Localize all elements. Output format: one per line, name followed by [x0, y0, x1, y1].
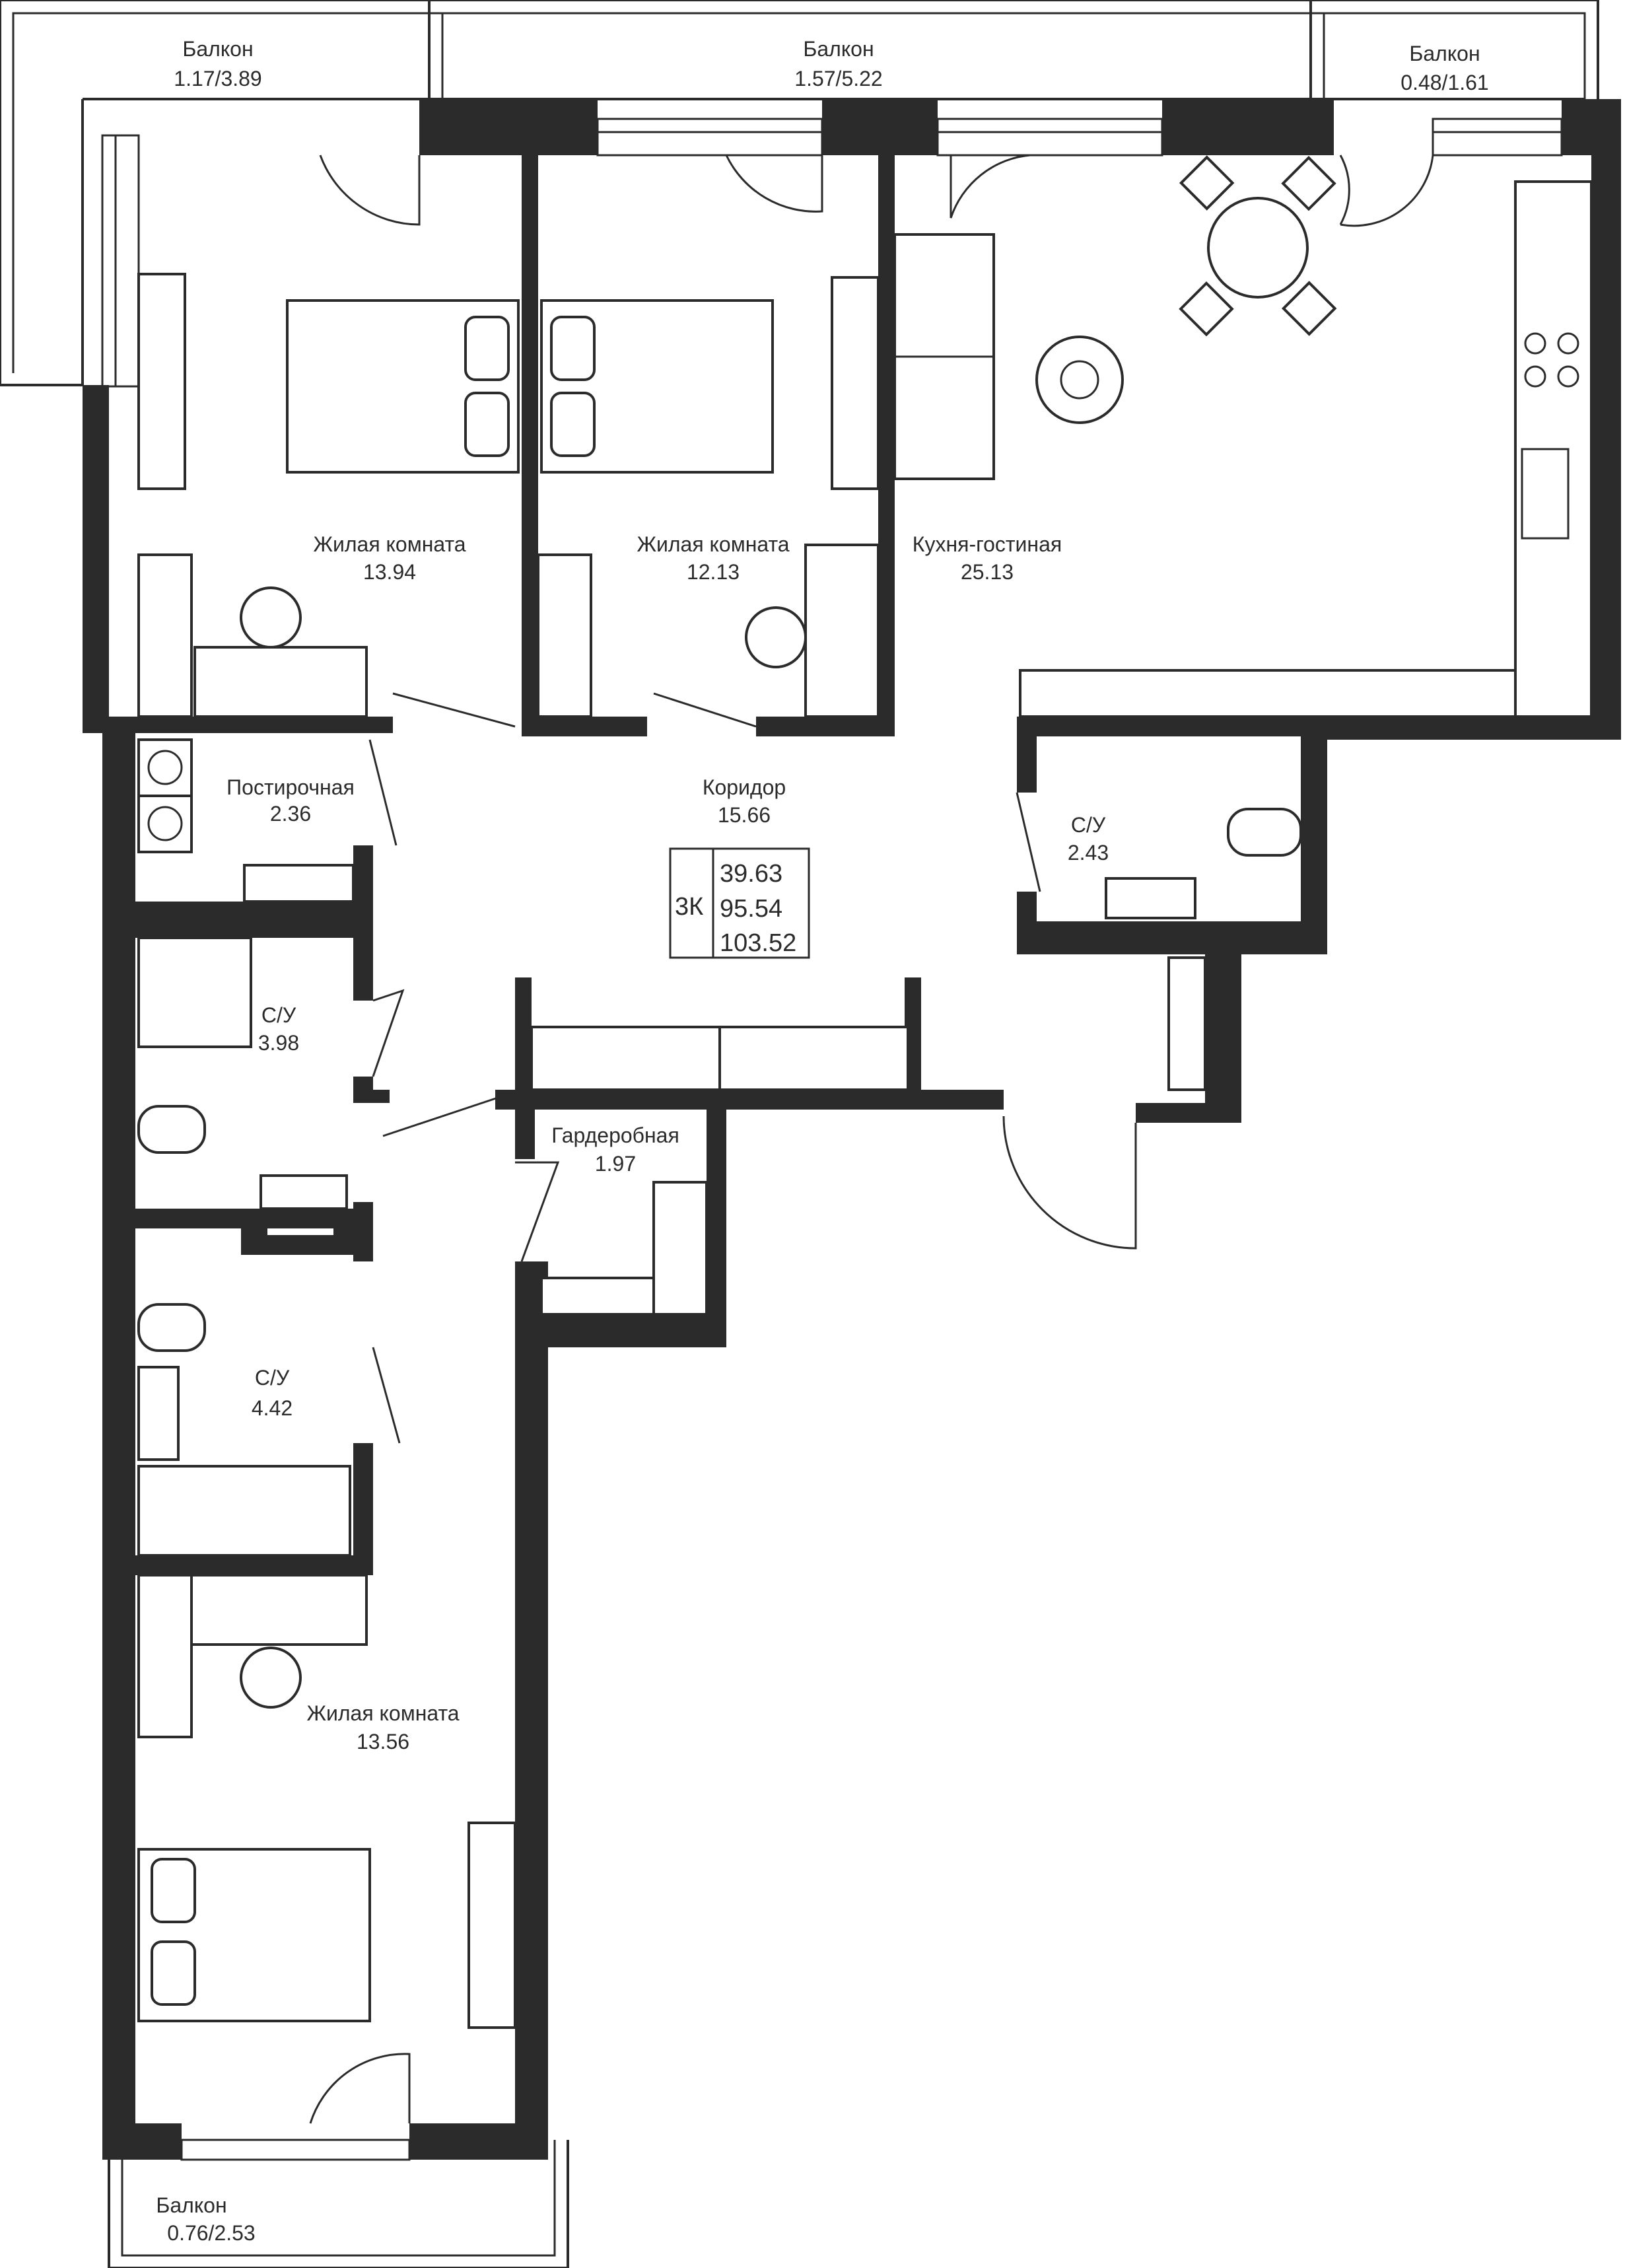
dining-table-icon [1207, 197, 1309, 299]
bedroom-1-area: 13.94 [363, 560, 416, 584]
bathtub-icon [137, 1465, 351, 1557]
area-summary: 3К 39.63 95.54 103.52 [669, 847, 810, 959]
tv-icon [831, 276, 880, 490]
corridor-name: Коридор [703, 775, 786, 799]
rug-icon [1035, 336, 1124, 424]
bedroom-2-name: Жилая комната [637, 532, 789, 556]
balcony-right-name: Балкон [1409, 42, 1480, 65]
bedroom-2-area: 12.13 [687, 560, 740, 584]
laundry-name: Постирочная [226, 775, 355, 799]
balcony-left-area: 1.17/3.89 [174, 67, 261, 90]
wardrobe-name: Гардеробная [551, 1123, 679, 1147]
doors [309, 154, 1434, 2124]
bath-right-name: С/У [1071, 813, 1106, 837]
bath-mid-name: С/У [261, 1003, 296, 1027]
desk-icon [190, 1574, 368, 1646]
walls [83, 99, 1621, 2160]
bath-right-area: 2.43 [1068, 841, 1109, 865]
balcony-left-name: Балкон [182, 37, 253, 61]
kitchen-living-name: Кухня-гостиная [913, 532, 1062, 556]
bedroom-3-name: Жилая комната [306, 1701, 459, 1725]
desk-icon [804, 544, 880, 718]
balcony-center-area: 1.57/5.22 [794, 67, 882, 90]
shower-icon [137, 937, 252, 1048]
wardrobe-icon [137, 553, 193, 718]
bath-low-name: С/У [255, 1366, 290, 1390]
bedroom-3-area: 13.56 [357, 1730, 409, 1754]
furniture [137, 155, 1593, 2029]
room-labels: Балкон 1.17/3.89 Балкон 1.57/5.22 Балкон… [156, 37, 1488, 2245]
tv-icon [467, 1822, 516, 2029]
sink-icon [259, 1174, 348, 1210]
kitchen-living-area: 25.13 [961, 560, 1014, 584]
apartment-type: 3К [675, 893, 703, 921]
living-area: 39.63 [720, 860, 782, 888]
wardrobe-icon [137, 1574, 193, 1738]
corridor-area: 15.66 [718, 803, 771, 827]
bath-mid-area: 3.98 [258, 1031, 299, 1055]
total-with-balconies: 103.52 [720, 929, 796, 957]
toilet-icon [137, 1105, 206, 1154]
washing-machine-icon [137, 738, 193, 797]
laundry-area: 2.36 [270, 802, 311, 826]
desk-icon [193, 646, 368, 718]
tv-icon [137, 273, 186, 490]
toilet-icon [1227, 808, 1302, 857]
balcony-bottom-name: Балкон [156, 2193, 226, 2217]
bedroom-1-name: Жилая комната [313, 532, 466, 556]
dryer-icon [137, 795, 193, 853]
bath-low-area: 4.42 [252, 1396, 293, 1420]
balcony-bottom-area: 0.76/2.53 [167, 2221, 255, 2245]
balcony-center-name: Балкон [803, 37, 874, 61]
wardrobe-icon [537, 553, 592, 718]
sink-icon [1105, 877, 1196, 919]
wardrobe-area: 1.97 [595, 1152, 636, 1176]
balcony-right-area: 0.48/1.61 [1400, 71, 1488, 94]
windows [101, 118, 1563, 2161]
sink-icon [137, 1366, 180, 1461]
total-area: 95.54 [720, 895, 782, 923]
toilet-icon [137, 1303, 206, 1352]
